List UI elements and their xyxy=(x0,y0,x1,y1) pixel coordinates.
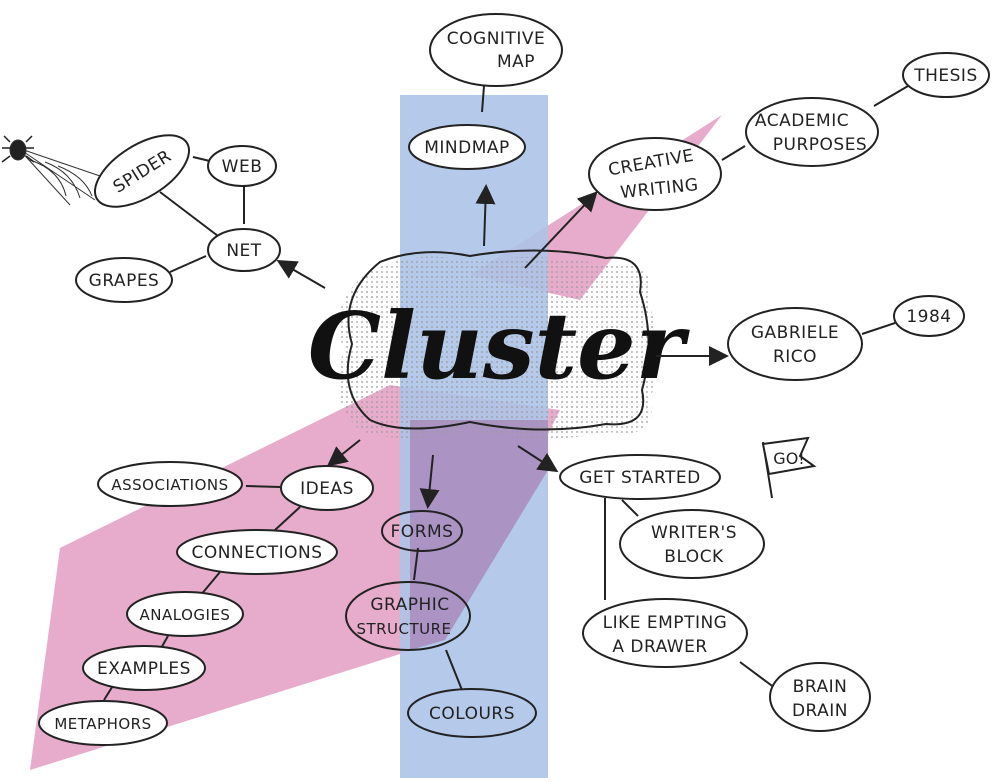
node-academic-purposes xyxy=(745,97,879,167)
label-thesis: THESIS xyxy=(913,66,978,86)
label-ideas: IDEAS xyxy=(300,479,354,499)
label-colours: COLOURS xyxy=(429,704,515,724)
label-cognitive: COGNITIVE xyxy=(447,29,545,49)
label-mindmap: MINDMAP xyxy=(424,138,510,158)
label-like-empting: LIKE EMPTING xyxy=(603,613,728,633)
label-block: BLOCK xyxy=(664,547,724,567)
label-brain: BRAIN xyxy=(793,677,848,697)
node-connections xyxy=(176,529,338,575)
node-colours xyxy=(407,688,537,738)
label-rico: RICO xyxy=(773,347,817,367)
center-title: Cluster xyxy=(308,292,691,400)
cluster-frame xyxy=(346,249,650,431)
label-structure: STRUCTURE xyxy=(356,620,451,638)
node-forms xyxy=(381,510,463,552)
node-analogies xyxy=(126,591,244,637)
label-associations: ASSOCIATIONS xyxy=(111,476,228,494)
label-forms: FORMS xyxy=(391,522,454,542)
node-graphic-structure xyxy=(345,581,471,651)
node-spider xyxy=(93,134,191,208)
node-web xyxy=(207,145,277,187)
go-flag: GO! xyxy=(761,436,817,499)
node-mindmap xyxy=(408,124,526,170)
label-academic: ACADEMIC xyxy=(755,111,849,131)
node-net xyxy=(207,228,281,272)
node-creative-writing xyxy=(588,137,722,211)
label-a-drawer: A DRAWER xyxy=(612,637,707,657)
connectors xyxy=(103,85,909,701)
label-examples: EXAMPLES xyxy=(97,659,191,679)
node-ideas xyxy=(280,465,374,511)
spider-web-icon xyxy=(1,135,101,206)
label-purposes: PURPOSES xyxy=(773,135,867,155)
label-gabriele: GABRIELE xyxy=(751,323,839,343)
node-get-started xyxy=(559,454,721,500)
node-associations xyxy=(97,461,243,507)
label-metaphors: METAPHORS xyxy=(54,715,151,733)
node-like-empting xyxy=(582,598,748,668)
label-net: NET xyxy=(226,241,261,261)
band-overlap xyxy=(410,420,548,650)
label-web: WEB xyxy=(222,157,263,177)
go-flag-label: GO! xyxy=(773,449,804,468)
label-1984: 1984 xyxy=(906,307,951,327)
label-get-started: GET STARTED xyxy=(579,468,700,488)
label-map: MAP xyxy=(497,52,535,72)
label-grapes: GRAPES xyxy=(89,271,160,291)
node-brain-drain xyxy=(769,662,871,732)
label-graphic: GRAPHIC xyxy=(370,595,449,615)
node-grapes xyxy=(75,257,173,303)
label-connections: CONNECTIONS xyxy=(191,543,322,563)
label-drain: DRAIN xyxy=(792,701,848,721)
node-examples xyxy=(82,645,206,691)
label-analogies: ANALOGIES xyxy=(140,606,231,624)
cluster-frame-shadow xyxy=(337,256,658,439)
node-metaphors xyxy=(38,700,168,746)
node-1984 xyxy=(893,295,965,337)
label-writers: WRITER'S xyxy=(651,523,737,543)
node-cognitive-map xyxy=(429,13,563,87)
node-gabriele-rico xyxy=(727,307,863,381)
node-writers-block xyxy=(619,509,765,579)
node-thesis xyxy=(902,52,990,98)
